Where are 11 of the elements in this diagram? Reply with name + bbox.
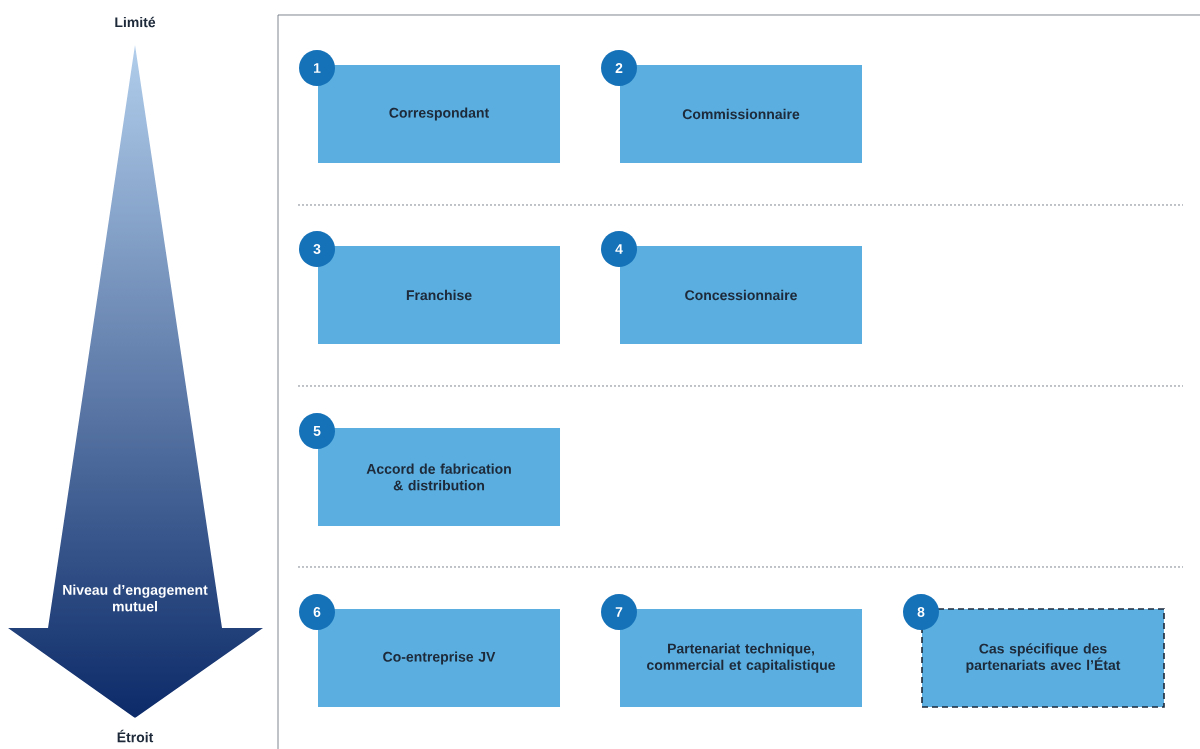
engagement-arrow: Niveau d’engagement mutuel <box>63 584 208 612</box>
number-badge: 5 <box>299 413 335 449</box>
number-badge: 2 <box>601 50 637 86</box>
number-badge: 1 <box>299 50 335 86</box>
number-badge: 8 <box>903 594 939 630</box>
number-badge: 6 <box>299 594 335 630</box>
number-badge: 4 <box>601 231 637 267</box>
scale-label: Limité <box>115 16 156 28</box>
number-badge: 3 <box>299 231 335 267</box>
scale-label: Étroit <box>117 729 154 743</box>
number-badge: 7 <box>601 594 637 630</box>
